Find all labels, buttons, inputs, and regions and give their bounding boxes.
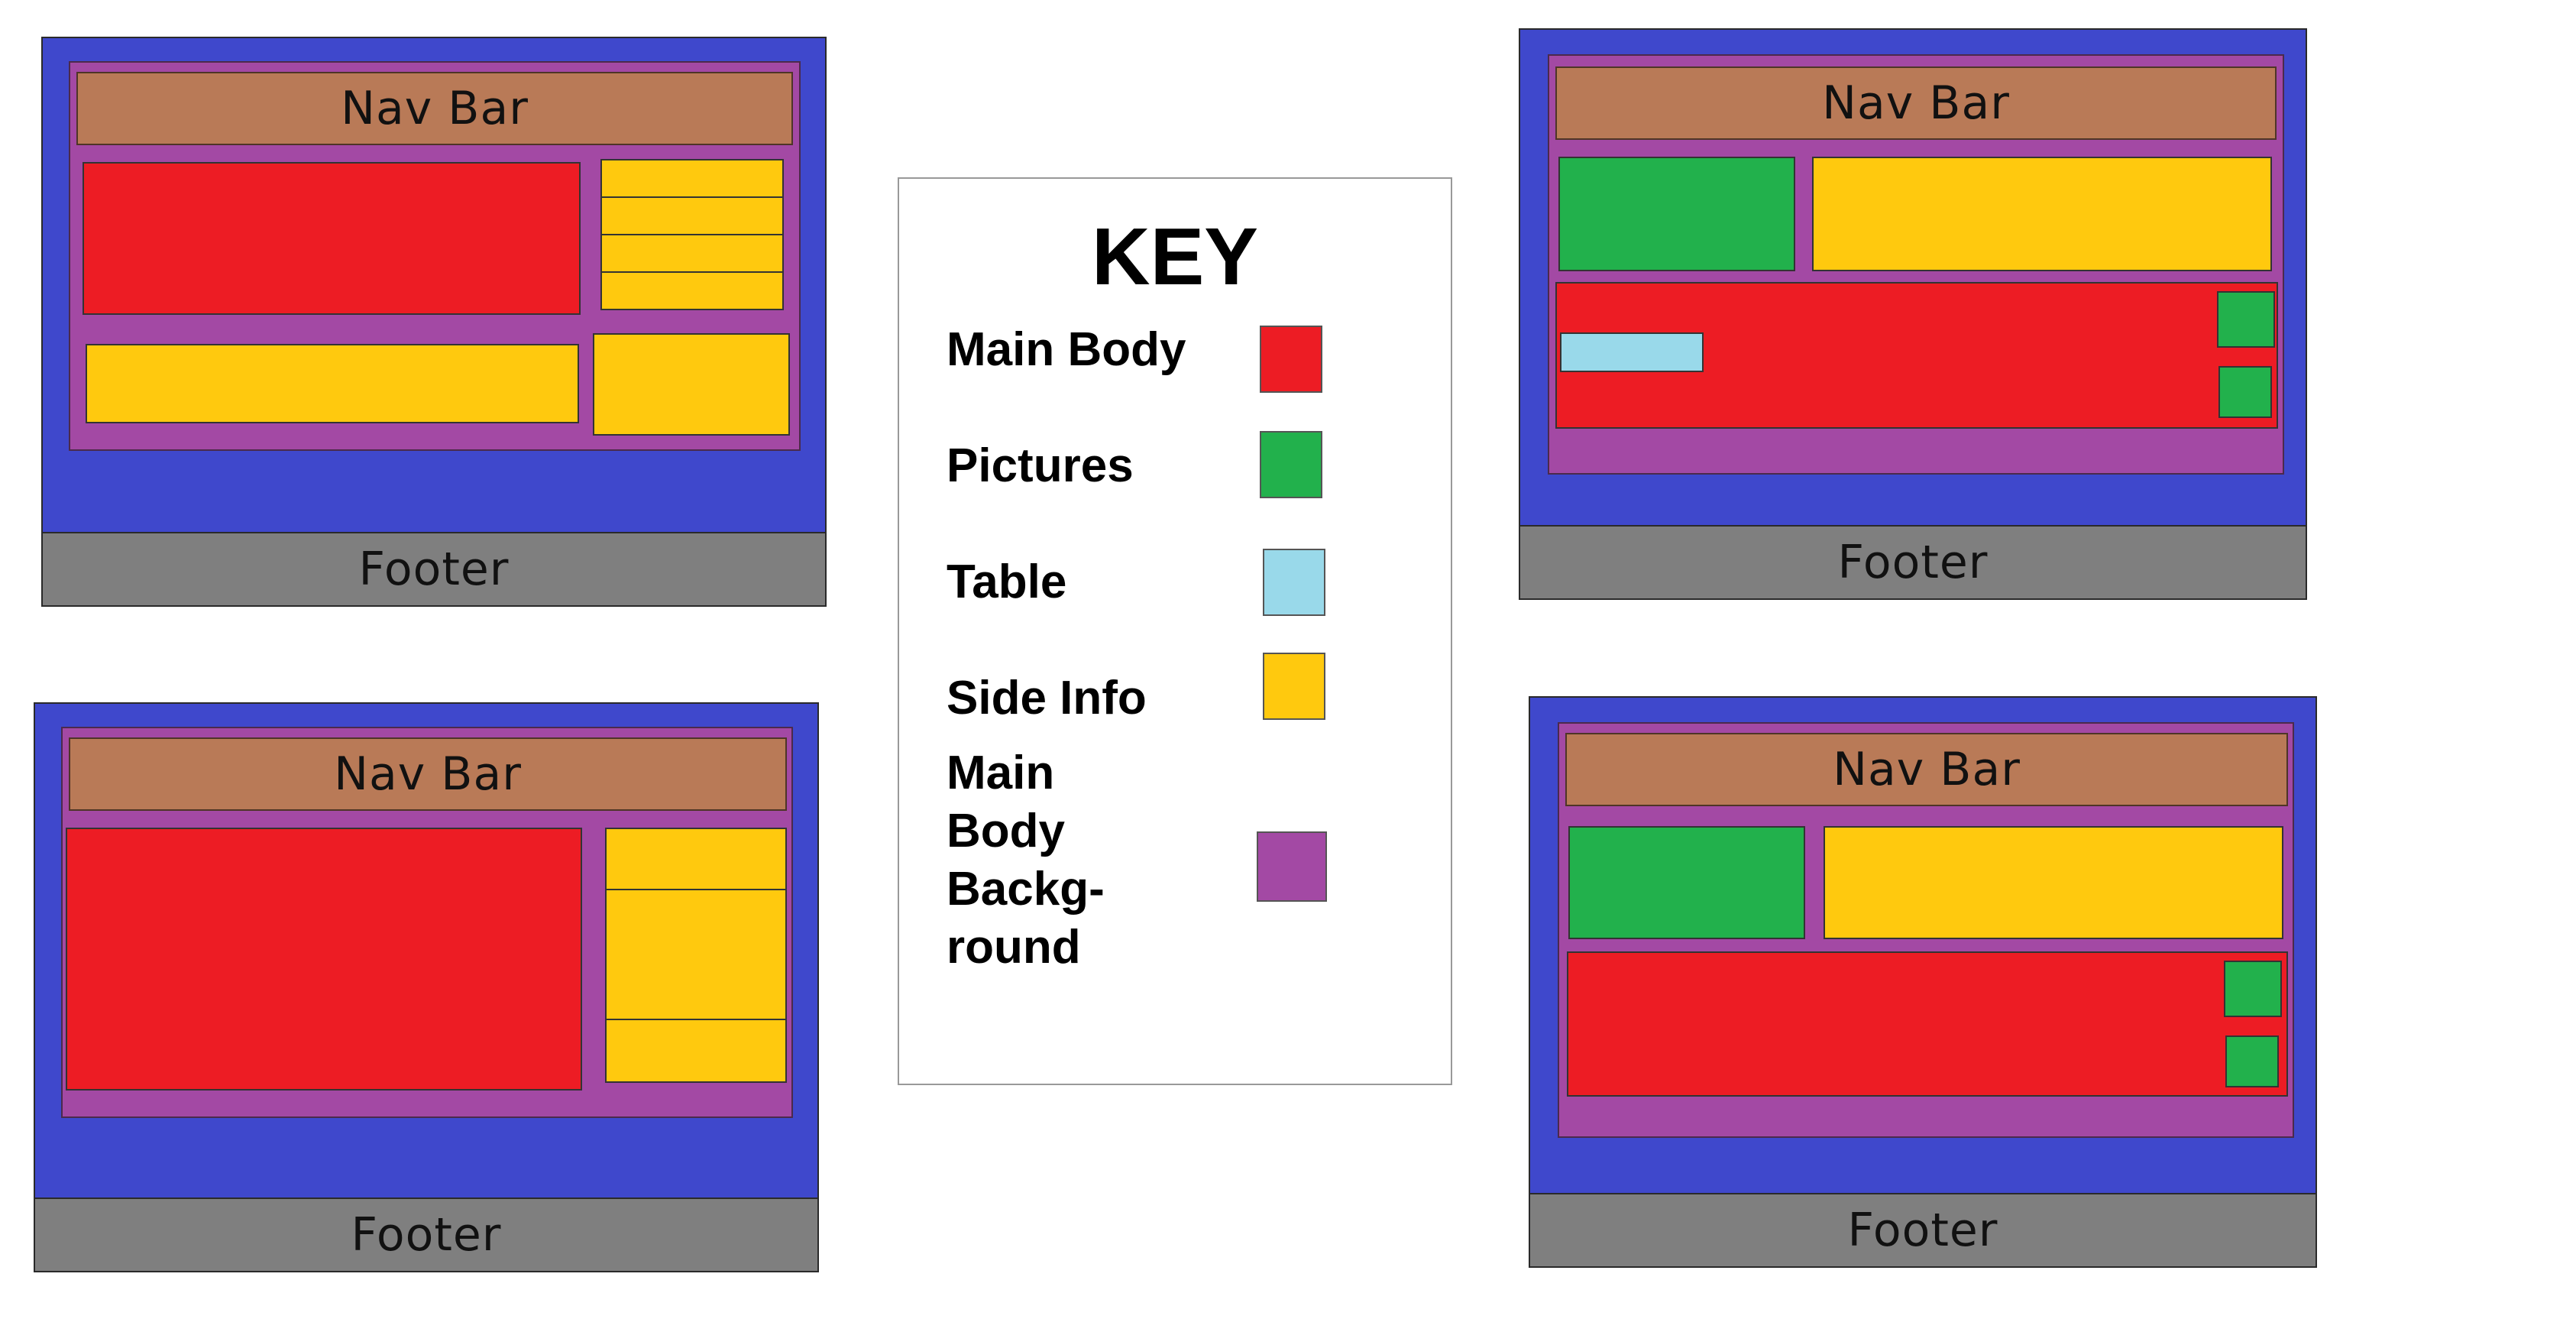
key-label-pictures: Pictures xyxy=(947,439,1134,492)
side-info-block xyxy=(1824,826,2283,939)
side-info-cell xyxy=(602,273,782,309)
main-body-background: Nav Bar xyxy=(61,727,793,1118)
table-block xyxy=(1560,332,1704,372)
footer-label: Footer xyxy=(351,1208,502,1262)
side-info-stack xyxy=(605,828,787,1083)
side-info-cell xyxy=(602,235,782,273)
wireframe-2: Nav Bar Footer xyxy=(34,702,819,1272)
main-body-block xyxy=(83,162,581,315)
side-info-block xyxy=(593,333,790,436)
nav-bar: Nav Bar xyxy=(1565,733,2288,806)
footer: Footer xyxy=(1520,525,2306,598)
table-swatch xyxy=(1263,549,1325,616)
picture-block xyxy=(2224,961,2282,1017)
key-label-side-info: Side Info xyxy=(947,672,1147,724)
side-info-cell xyxy=(607,890,785,1020)
main-body-background: Nav Bar xyxy=(1558,722,2294,1138)
nav-bar-label: Nav Bar xyxy=(1822,76,2010,130)
side-info-block xyxy=(86,344,579,423)
main-body-block xyxy=(1555,282,2278,429)
key-title: KEY xyxy=(1092,212,1258,302)
main-body-background-swatch xyxy=(1257,831,1327,902)
side-info-cell xyxy=(602,160,782,198)
nav-bar: Nav Bar xyxy=(76,72,793,145)
key-label-table: Table xyxy=(947,556,1067,608)
picture-block xyxy=(2218,366,2272,418)
side-info-cell xyxy=(607,829,785,890)
main-body-swatch xyxy=(1260,326,1322,393)
legend-key: KEY Main Body Pictures Table Side Info M… xyxy=(898,177,1452,1085)
side-info-block xyxy=(1812,157,2272,271)
nav-bar: Nav Bar xyxy=(1555,66,2277,140)
picture-block xyxy=(2217,291,2275,348)
nav-bar-label: Nav Bar xyxy=(341,82,529,135)
key-label-main-body: Main Body xyxy=(947,323,1186,376)
main-body-background: Nav Bar xyxy=(69,61,801,451)
picture-block xyxy=(1568,826,1805,939)
picture-block xyxy=(1558,157,1795,271)
pictures-swatch xyxy=(1260,431,1322,498)
nav-bar-label: Nav Bar xyxy=(334,747,522,801)
picture-block xyxy=(2225,1035,2279,1087)
wireframe-4: Nav Bar Footer xyxy=(1529,696,2317,1268)
main-body-block xyxy=(66,828,582,1091)
main-body-background: Nav Bar xyxy=(1548,54,2284,475)
footer-label: Footer xyxy=(1837,536,1989,589)
main-body-block xyxy=(1567,951,2288,1097)
footer-label: Footer xyxy=(358,543,510,596)
footer: Footer xyxy=(43,532,825,605)
footer: Footer xyxy=(35,1197,817,1271)
side-info-swatch xyxy=(1263,653,1325,720)
side-info-stack xyxy=(600,159,784,310)
nav-bar: Nav Bar xyxy=(69,737,787,811)
wireframe-3: Nav Bar Footer xyxy=(1519,28,2307,600)
footer-label: Footer xyxy=(1847,1204,1998,1257)
footer: Footer xyxy=(1530,1193,2315,1266)
nav-bar-label: Nav Bar xyxy=(1833,743,2021,796)
side-info-cell xyxy=(607,1020,785,1081)
side-info-cell xyxy=(602,198,782,235)
key-label-main-body-background: Main Body Backg-round xyxy=(947,747,1105,974)
wireframe-1: Nav Bar Footer xyxy=(41,37,827,607)
